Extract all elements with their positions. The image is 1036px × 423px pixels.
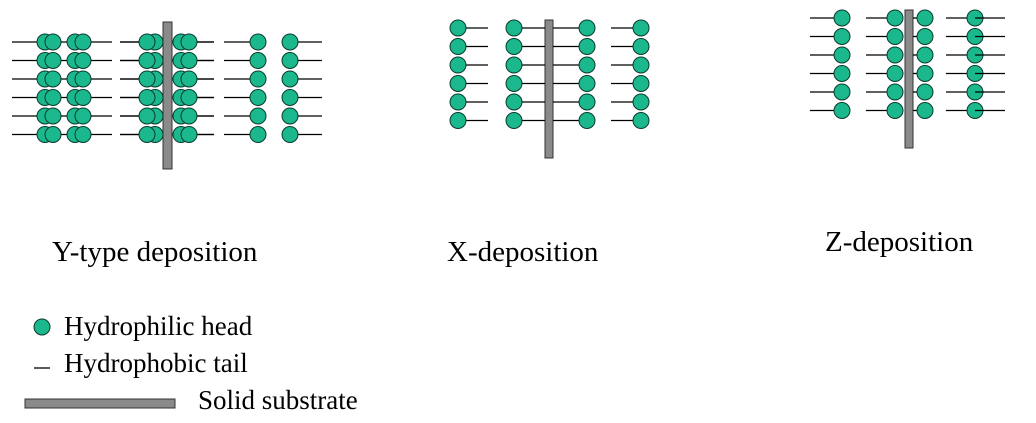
hydrophilic-head — [74, 52, 92, 69]
hydrophilic-head — [833, 65, 851, 82]
hydrophilic-head — [74, 70, 92, 88]
hydrophilic-head — [886, 65, 904, 82]
hydrophilic-head — [916, 83, 934, 101]
hydrophilic-head — [74, 33, 92, 51]
hydrophilic-head — [449, 93, 467, 111]
hydrophilic-head — [180, 70, 198, 88]
hydrophilic-head — [916, 46, 934, 64]
hydrophilic-head — [505, 56, 523, 74]
hydrophilic-head — [833, 9, 851, 27]
hydrophilic-head — [180, 107, 198, 125]
hydrophilic-head — [578, 112, 596, 129]
hydrophilic-head — [281, 52, 299, 69]
hydrophilic-head — [916, 65, 934, 82]
hydrophilic-head — [505, 75, 523, 92]
hydrophilic-head — [833, 28, 851, 45]
hydrophilic-head — [249, 126, 267, 143]
hydrophilic-head — [281, 89, 299, 106]
hydrophilic-head — [74, 107, 92, 125]
hydrophilic-head — [33, 318, 51, 336]
hydrophilic-head — [916, 28, 934, 45]
hydrophilic-head — [74, 89, 92, 106]
hydrophilic-head — [44, 33, 62, 51]
hydrophilic-head — [249, 70, 267, 88]
legend-head-label: Hydrophilic head — [64, 311, 253, 341]
hydrophilic-head — [44, 52, 62, 69]
hydrophilic-head — [249, 33, 267, 51]
hydrophilic-head — [632, 75, 650, 92]
hydrophilic-head — [886, 102, 904, 119]
hydrophilic-head — [44, 70, 62, 88]
hydrophilic-head — [44, 107, 62, 125]
hydrophilic-head — [281, 126, 299, 143]
solid-substrate — [162, 21, 173, 170]
hydrophilic-head — [833, 46, 851, 64]
hydrophilic-head — [138, 126, 156, 143]
hydrophilic-head — [632, 56, 650, 74]
hydrophilic-head — [44, 126, 62, 143]
hydrophilic-head — [505, 19, 523, 37]
hydrophilic-head — [916, 102, 934, 119]
hydrophilic-head — [886, 83, 904, 101]
hydrophilic-head — [249, 89, 267, 106]
hydrophilic-head — [578, 38, 596, 55]
hydrophilic-head — [138, 89, 156, 106]
hydrophilic-head — [180, 33, 198, 51]
hydrophilic-head — [180, 126, 198, 143]
hydrophilic-head — [449, 56, 467, 74]
hydrophilic-head — [138, 107, 156, 125]
hydrophilic-head — [449, 75, 467, 92]
hydrophilic-head — [632, 93, 650, 111]
hydrophilic-head — [916, 9, 934, 27]
hydrophilic-head — [833, 102, 851, 119]
hydrophilic-head — [505, 38, 523, 55]
hydrophilic-head — [886, 46, 904, 64]
hydrophilic-head — [578, 56, 596, 74]
hydrophilic-head — [281, 107, 299, 125]
hydrophilic-head — [505, 93, 523, 111]
hydrophilic-head — [249, 52, 267, 69]
hydrophilic-head — [138, 52, 156, 69]
hydrophilic-head — [449, 19, 467, 37]
z-deposition-label: Z-deposition — [825, 226, 974, 258]
hydrophilic-head — [833, 83, 851, 101]
solid-substrate — [904, 9, 914, 149]
hydrophilic-head — [281, 33, 299, 51]
hydrophilic-head — [249, 107, 267, 125]
hydrophilic-head — [180, 52, 198, 69]
hydrophilic-head — [632, 112, 650, 129]
hydrophilic-head — [578, 93, 596, 111]
hydrophilic-head — [449, 112, 467, 129]
hydrophilic-head — [449, 38, 467, 55]
hydrophilic-head — [505, 112, 523, 129]
y-type-label: Y-type deposition — [52, 236, 258, 268]
hydrophilic-head — [886, 9, 904, 27]
solid-substrate — [24, 398, 176, 409]
solid-substrate — [544, 19, 554, 159]
hydrophilic-head — [578, 75, 596, 92]
legend-substrate-label: Solid substrate — [198, 385, 358, 415]
hydrophilic-head — [180, 89, 198, 106]
hydrophilic-head — [886, 28, 904, 45]
hydrophilic-head — [74, 126, 92, 143]
hydrophilic-head — [44, 89, 62, 106]
x-deposition-label: X-deposition — [447, 236, 599, 268]
hydrophilic-head — [281, 70, 299, 88]
hydrophilic-head — [578, 19, 596, 37]
legend-tail-label: Hydrophobic tail — [64, 348, 248, 378]
hydrophilic-head — [632, 38, 650, 55]
hydrophilic-head — [632, 19, 650, 37]
hydrophilic-head — [138, 33, 156, 51]
hydrophilic-head — [138, 70, 156, 88]
